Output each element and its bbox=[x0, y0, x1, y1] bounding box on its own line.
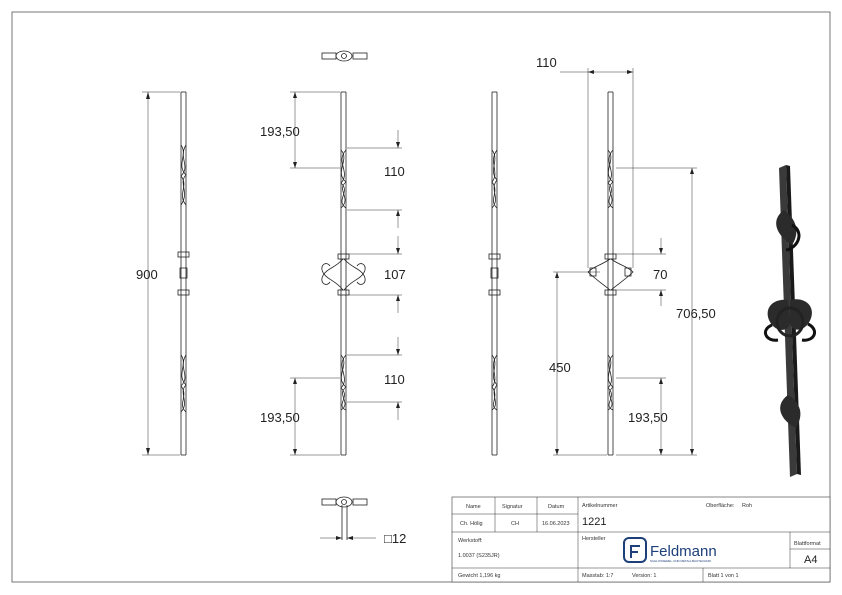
isometric-render bbox=[763, 165, 817, 477]
dim-110-width: 110 bbox=[536, 55, 557, 70]
tb-gewicht: Gewicht 1,196 kg bbox=[458, 573, 501, 579]
view-b-dimensions: 193,50 110 107 110 193,50 bbox=[260, 91, 406, 456]
dim-193-d: 193,50 bbox=[628, 410, 668, 425]
tb-label-oberflaeche: Oberfläche: bbox=[706, 503, 735, 509]
dim-section: □12 bbox=[384, 531, 406, 546]
tb-value-datum: 16.06.2023 bbox=[542, 521, 570, 527]
logo-subtitle: SCHLOSSEREI- UND METALLBAUTECHNIK bbox=[650, 559, 711, 563]
view-b-baluster bbox=[321, 91, 366, 456]
tb-value-werkstoff: 1.0037 (S235JR) bbox=[458, 553, 500, 559]
drawing-frame bbox=[11, 11, 831, 583]
section-view: □12 bbox=[320, 496, 406, 546]
tb-value-signatur: CH bbox=[511, 521, 519, 527]
feldmann-logo: Feldmann SCHLOSSEREI- UND METALLBAUTECHN… bbox=[623, 537, 717, 563]
dim-450: 450 bbox=[549, 360, 571, 375]
title-block: Name Signatur Datum Ch. Hölig CH 16.06.2… bbox=[451, 496, 831, 583]
tb-label-artikel: Artikelnummer bbox=[582, 503, 618, 509]
tb-header-signatur: Signatur bbox=[502, 504, 523, 510]
tb-value-blattformat: A4 bbox=[804, 554, 817, 566]
view-a-baluster bbox=[177, 91, 190, 456]
tb-blatt: Blatt 1 von 1 bbox=[708, 573, 739, 579]
view-c-baluster bbox=[488, 91, 501, 456]
dim-110-upper: 110 bbox=[384, 164, 405, 179]
dimension-total-height: 900 bbox=[136, 91, 180, 456]
dim-107: 107 bbox=[384, 267, 406, 282]
top-view-symbol bbox=[321, 50, 368, 62]
tb-label-blattformat: Blattformat bbox=[794, 541, 821, 547]
tb-label-werkstoff: Werkstoff: bbox=[458, 538, 483, 544]
logo-wordmark: Feldmann bbox=[650, 543, 717, 560]
dim-110-lower: 110 bbox=[384, 372, 405, 387]
tb-massstab: Masstab: 1:7 bbox=[582, 573, 614, 579]
view-d-dimensions: 110 70 706,50 450 193,50 bbox=[536, 55, 716, 456]
tb-version: Version: 1 bbox=[632, 573, 656, 579]
tb-label-hersteller: Hersteller bbox=[582, 536, 606, 542]
tb-header-name: Name bbox=[466, 504, 481, 510]
dim-193-bottom: 193,50 bbox=[260, 410, 300, 425]
dim-900: 900 bbox=[136, 267, 158, 282]
dim-193-top: 193,50 bbox=[260, 124, 300, 139]
tb-value-name: Ch. Hölig bbox=[460, 521, 483, 527]
tb-value-artikel: 1221 bbox=[582, 516, 606, 528]
dim-70: 70 bbox=[653, 267, 667, 282]
tb-header-datum: Datum bbox=[548, 504, 565, 510]
view-d-baluster bbox=[587, 91, 634, 456]
tb-value-oberflaeche: Roh bbox=[742, 503, 752, 509]
dim-706: 706,50 bbox=[676, 306, 716, 321]
